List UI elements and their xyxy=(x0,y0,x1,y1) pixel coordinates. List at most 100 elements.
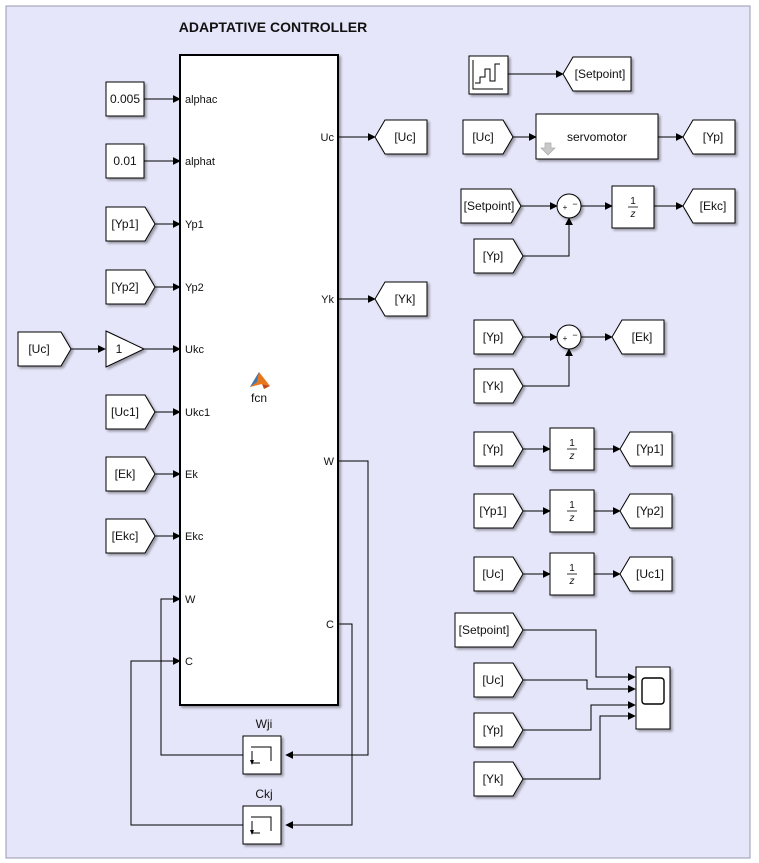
delay-denominator: z xyxy=(569,513,575,524)
tag-label: [Ek] xyxy=(115,467,136,481)
tag-label: [Yp] xyxy=(703,130,723,144)
from-block-yp-sum[interactable]: [Yp] xyxy=(473,238,524,274)
tag-label: [Yp] xyxy=(483,723,503,737)
memory-block-ckj[interactable] xyxy=(242,805,282,845)
constant-block-alphat[interactable]: 0.01 xyxy=(105,143,145,179)
sum-sign-plus: + xyxy=(563,334,568,343)
scope-screen-icon xyxy=(641,677,665,705)
tag-label: [Setpoint] xyxy=(464,199,515,213)
from-block-uc-delay[interactable]: [Uc] xyxy=(473,556,524,592)
from-block-setpoint-sum[interactable]: [Setpoint] xyxy=(460,188,522,224)
tag-label: [Setpoint] xyxy=(459,623,510,637)
delay-numerator: 1 xyxy=(630,196,636,207)
goto-block-ekc[interactable]: [Ekc] xyxy=(682,188,736,224)
sum-block-error-model[interactable]: + − xyxy=(556,324,582,350)
from-block-yp-delay[interactable]: [Yp] xyxy=(473,431,524,467)
tag-label: [Uc1] xyxy=(111,405,139,419)
sum-block-error-setpoint[interactable]: + − xyxy=(556,193,582,219)
delay-numerator: 1 xyxy=(569,500,575,511)
sum-sign-minus: − xyxy=(572,330,577,340)
gain-block[interactable]: 1 xyxy=(105,330,146,368)
sum-sign-minus: − xyxy=(572,199,577,209)
matlab-logo-icon xyxy=(250,372,270,389)
delay-numerator: 1 xyxy=(569,438,575,449)
scope-block[interactable] xyxy=(635,666,671,730)
port-out-uc: Uc xyxy=(321,132,335,144)
sum-sign-plus: + xyxy=(563,203,568,212)
memory-label-ckj: Ckj xyxy=(255,787,272,801)
tag-label: [Uc] xyxy=(472,130,493,144)
port-out-w: W xyxy=(324,456,335,468)
from-block-uc-scope[interactable]: [Uc] xyxy=(473,662,524,698)
memory-block-wji[interactable] xyxy=(242,735,282,775)
from-block-yp1-delay[interactable]: [Yp1] xyxy=(473,493,524,529)
port-in-alphat: alphat xyxy=(185,156,215,168)
tag-label: [Yp2] xyxy=(636,504,663,518)
port-in-w: W xyxy=(185,594,196,606)
from-block-uc-gain-input[interactable]: [Uc] xyxy=(17,331,72,367)
goto-block-ek[interactable]: [Ek] xyxy=(611,319,665,355)
tag-label: [Uc] xyxy=(482,673,503,687)
from-block-yp-scope[interactable]: [Yp] xyxy=(473,712,524,748)
tag-label: [Uc] xyxy=(394,130,415,144)
delay-denominator: z xyxy=(569,576,575,587)
port-in-c: C xyxy=(185,656,193,668)
tag-label: [Yk] xyxy=(483,772,504,786)
tag-label: [Uc1] xyxy=(636,567,664,581)
diagram-title: ADAPTATIVE CONTROLLER xyxy=(179,19,367,35)
tag-label: [Ekc] xyxy=(700,199,727,213)
tag-label: [Yp1] xyxy=(636,442,663,456)
tag-label: [Ekc] xyxy=(112,529,139,543)
unit-delay-block-uc1[interactable]: 1 z xyxy=(549,552,595,596)
goto-block-uc1[interactable]: [Uc1] xyxy=(619,556,673,592)
from-block-yk-sum2[interactable]: [Yk] xyxy=(473,368,524,404)
goto-block-yp2[interactable]: [Yp2] xyxy=(619,493,673,529)
constant-block-alphac[interactable]: 0.005 xyxy=(105,81,145,117)
tag-label: [Setpoint] xyxy=(575,67,626,81)
port-in-ek: Ek xyxy=(185,469,198,481)
goto-block-yp1[interactable]: [Yp1] xyxy=(619,431,673,467)
signal-builder-block[interactable] xyxy=(468,55,509,95)
delay-denominator: z xyxy=(569,451,575,462)
port-in-yp1: Yp1 xyxy=(185,219,204,231)
gain-value: 1 xyxy=(116,342,123,356)
tag-label: [Yp] xyxy=(483,249,503,263)
from-block-ek[interactable]: [Ek] xyxy=(105,456,156,492)
port-in-ukc1: Ukc1 xyxy=(185,407,210,419)
from-block-yp-sum2[interactable]: [Yp] xyxy=(473,319,524,355)
tag-label: [Yp] xyxy=(483,442,503,456)
memory-label-wji: Wji xyxy=(256,717,273,731)
matlab-function-block[interactable]: alphac alphat Yp1 Yp2 Ukc Ukc1 Ek Ekc W … xyxy=(179,54,339,706)
tag-label: [Yp1] xyxy=(479,504,506,518)
from-block-uc-servo[interactable]: [Uc] xyxy=(462,119,514,155)
unit-delay-block-yp1[interactable]: 1 z xyxy=(549,427,595,471)
subsystem-name: servomotor xyxy=(567,130,627,144)
fcn-name: fcn xyxy=(251,391,267,405)
goto-block-yp[interactable]: [Yp] xyxy=(682,119,736,155)
from-block-yp1[interactable]: [Yp1] xyxy=(105,206,156,242)
from-block-uc1[interactable]: [Uc1] xyxy=(105,394,156,430)
delay-numerator: 1 xyxy=(569,563,575,574)
from-block-ekc[interactable]: [Ekc] xyxy=(105,518,156,554)
delay-denominator: z xyxy=(630,209,636,220)
signal-lines xyxy=(71,70,684,829)
tag-label: [Uc] xyxy=(482,567,503,581)
port-in-alphac: alphac xyxy=(185,94,218,106)
from-block-yk-scope[interactable]: [Yk] xyxy=(473,761,524,797)
unit-delay-block-ekc[interactable]: 1 z xyxy=(611,185,655,229)
port-in-yp2: Yp2 xyxy=(185,282,204,294)
port-out-yk: Yk xyxy=(321,294,334,306)
port-in-ekc: Ekc xyxy=(185,531,204,543)
goto-block-uc[interactable]: [Uc] xyxy=(374,119,428,155)
unit-delay-block-yp2[interactable]: 1 z xyxy=(549,489,595,533)
signal-builder-icon xyxy=(472,60,503,90)
servomotor-subsystem[interactable]: servomotor xyxy=(535,113,659,160)
tag-label: [Yp2] xyxy=(111,280,138,294)
from-block-setpoint-scope[interactable]: [Setpoint] xyxy=(454,612,524,648)
from-block-yp2[interactable]: [Yp2] xyxy=(105,269,156,305)
tag-label: [Uc] xyxy=(28,342,49,356)
goto-block-yk[interactable]: [Yk] xyxy=(374,281,428,317)
goto-block-setpoint[interactable]: [Setpoint] xyxy=(562,56,632,92)
look-under-mask-icon xyxy=(540,142,556,156)
